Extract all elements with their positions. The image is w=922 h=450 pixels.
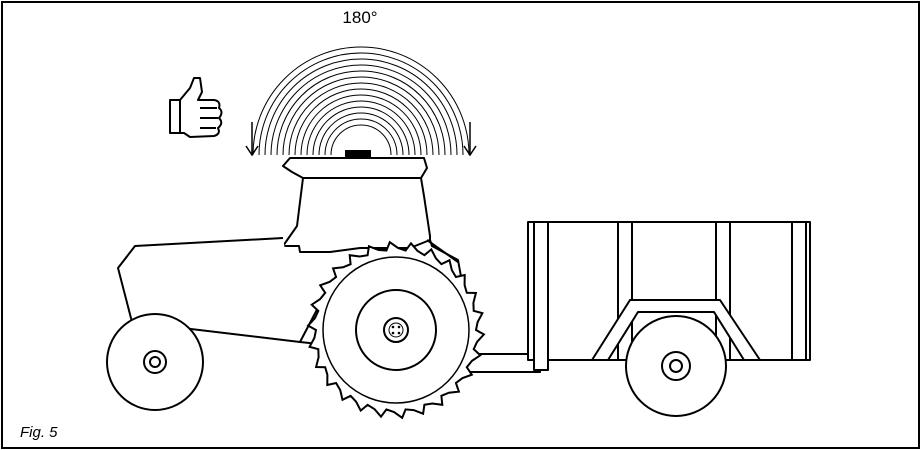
figure-caption: Fig. 5 <box>20 424 58 441</box>
rotation-arc-icon <box>252 46 470 156</box>
thumbs-up-icon <box>169 77 223 138</box>
rotation-arrows <box>245 122 477 157</box>
front-wheel <box>106 313 204 411</box>
rear-wheel <box>306 240 486 420</box>
rotation-angle-label: 180° <box>342 8 378 27</box>
beacon-light-icon <box>345 150 371 160</box>
trailer-wheel <box>625 315 727 417</box>
